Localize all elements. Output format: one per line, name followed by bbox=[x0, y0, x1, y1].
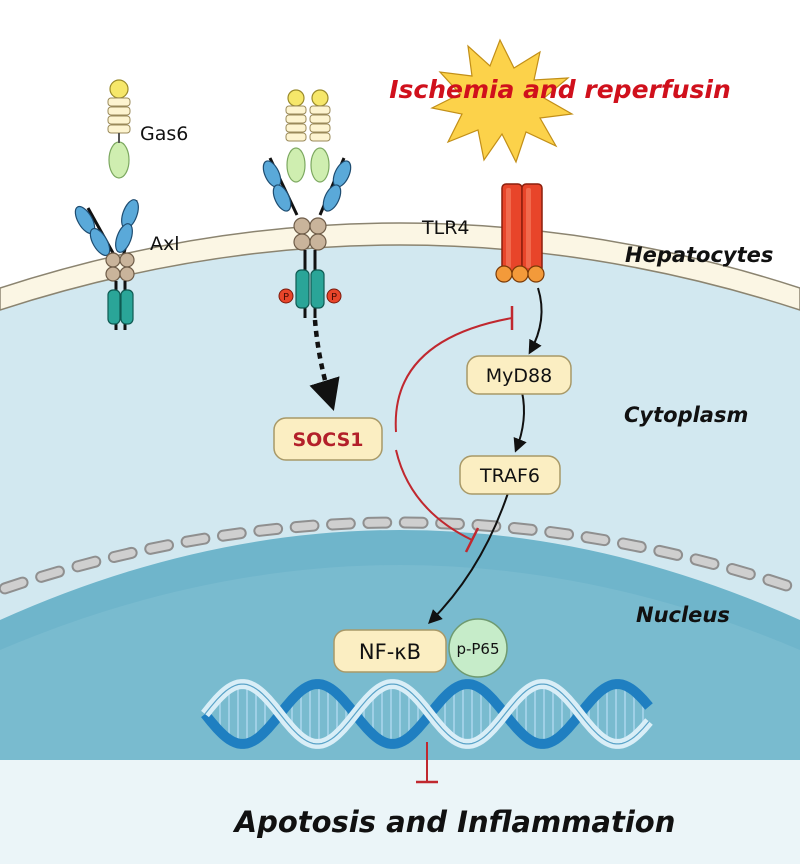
svg-text:P: P bbox=[283, 292, 289, 303]
myd88-label: MyD88 bbox=[486, 365, 552, 387]
socs1-inhibits-traf6 bbox=[395, 449, 480, 553]
envelope-segment bbox=[37, 567, 63, 581]
phospho-right-icon: P bbox=[326, 288, 342, 304]
myd88-node: MyD88 bbox=[466, 355, 572, 395]
nuclear-envelope bbox=[0, 516, 793, 595]
axl-label: Axl bbox=[150, 233, 180, 255]
tlr4-label: TLR4 bbox=[421, 217, 469, 239]
envelope-segment bbox=[0, 578, 27, 593]
svg-text:P: P bbox=[331, 292, 337, 303]
tlr4-receptor-icon bbox=[495, 183, 545, 283]
nfkb-label: NF-κB bbox=[359, 640, 421, 664]
envelope-segment bbox=[473, 521, 500, 531]
nucleus-label: Nucleus bbox=[636, 603, 730, 627]
phospho-left-icon: P bbox=[278, 288, 294, 304]
traf6-node: TRAF6 bbox=[459, 455, 561, 495]
envelope-segment bbox=[655, 546, 682, 559]
dna-strand-b bbox=[204, 683, 650, 745]
envelope-segment bbox=[255, 524, 282, 535]
nfkb-node: NF-κB bbox=[333, 629, 447, 673]
traf6-label: TRAF6 bbox=[479, 465, 540, 487]
envelope-segment bbox=[182, 534, 209, 546]
envelope-segment bbox=[728, 565, 754, 579]
envelope-segment bbox=[618, 539, 645, 551]
dna-inhibits-outcome bbox=[416, 742, 438, 784]
cytoplasm-label: Cytoplasm bbox=[624, 403, 748, 427]
socs1-label: SOCS1 bbox=[292, 429, 363, 451]
plasma-membrane bbox=[0, 222, 800, 311]
dna-helix-icon bbox=[201, 679, 653, 749]
gas6-axl-complex-icon bbox=[262, 89, 352, 318]
socs1-inhibits-tlr4 bbox=[394, 306, 514, 433]
lower-fade bbox=[0, 760, 800, 864]
envelope-segment bbox=[291, 521, 318, 532]
envelope-segment bbox=[328, 519, 354, 529]
pp65-label: p-P65 bbox=[456, 640, 499, 658]
tlr4-to-myd88-arrow bbox=[528, 287, 543, 355]
myd88-to-traf6-arrow bbox=[513, 391, 527, 453]
envelope-segment bbox=[582, 533, 609, 545]
starburst-icon bbox=[430, 38, 574, 164]
hepatocytes-label: Hepatocytes bbox=[625, 243, 773, 267]
envelope-segment bbox=[146, 541, 172, 553]
envelope-segment bbox=[218, 529, 245, 540]
gas6-ligand-icon bbox=[107, 79, 131, 179]
stress-label: Ischemia and reperfusin bbox=[389, 75, 731, 104]
axl-to-socs1-arrow bbox=[309, 319, 340, 412]
outcome-label: Apotosis and Inflammation bbox=[233, 805, 676, 839]
envelope-segment bbox=[546, 528, 572, 539]
gas6-label: Gas6 bbox=[140, 123, 188, 145]
axl-receptor-icon bbox=[74, 199, 139, 330]
envelope-segment bbox=[764, 575, 791, 590]
envelope-segment bbox=[509, 523, 536, 534]
traf6-to-nfkb-arrow bbox=[428, 492, 509, 624]
envelope-segment bbox=[109, 548, 136, 562]
envelope-segment bbox=[691, 555, 718, 568]
socs1-node: SOCS1 bbox=[273, 417, 383, 461]
pp65-node: p-P65 bbox=[448, 618, 508, 678]
envelope-segment bbox=[73, 557, 100, 571]
